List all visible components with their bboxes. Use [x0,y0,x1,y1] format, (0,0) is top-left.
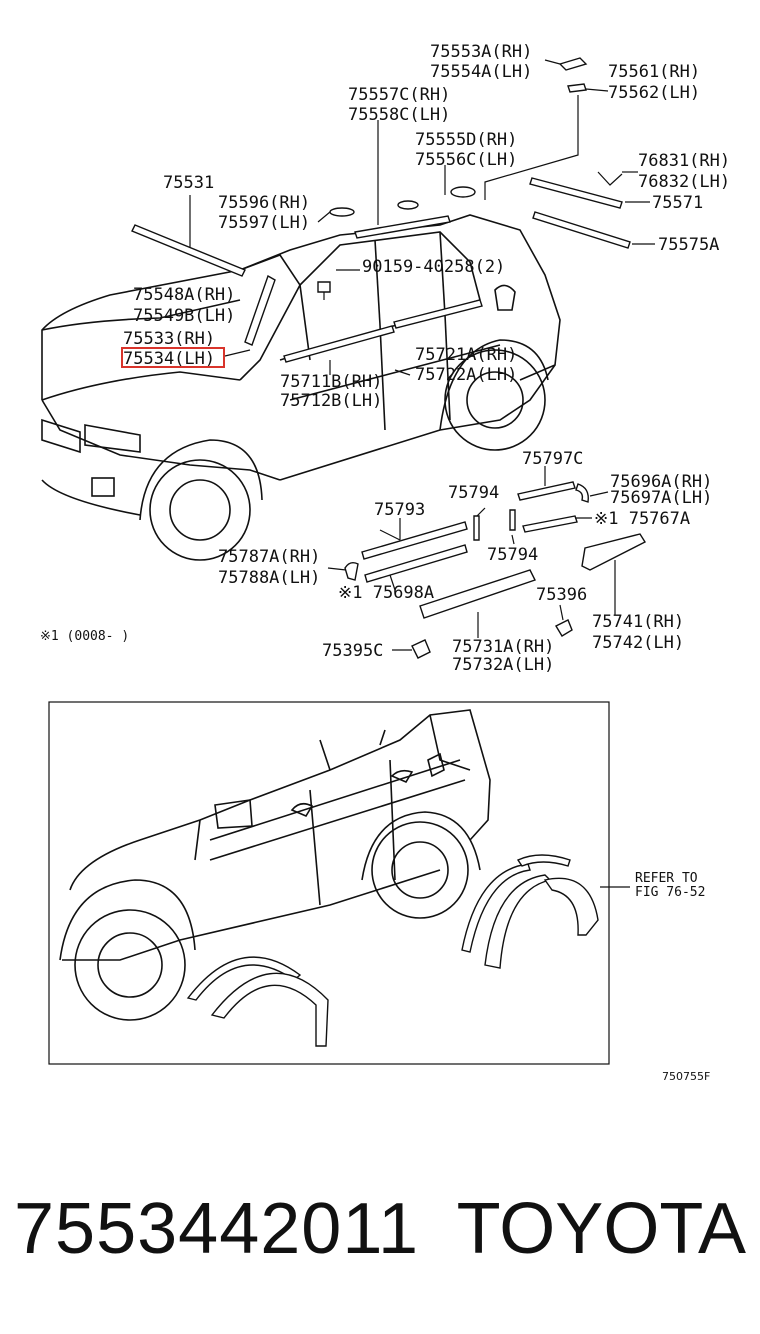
label-75794-b: 75794 [487,545,538,565]
label-90159: 90159-40258(2) [362,257,505,277]
figure-code: 750755F [662,1070,710,1083]
label-75741: 75741(RH) [592,612,684,632]
label-75767a: ※1 75767A [594,509,690,529]
label-75531: 75531 [163,173,214,193]
top-leader-lines [189,59,655,376]
label-75731a: 75731A(RH) [452,637,554,657]
label-75793: 75793 [374,500,425,520]
label-75534: 75534(LH) [123,349,215,369]
label-75571: 75571 [652,193,703,213]
label-75787a: 75787A(RH) [218,547,320,567]
label-75549b: 75549B(LH) [133,306,235,326]
top-labels: 75553A(RH) 75554A(LH) 75561(RH) 75562(LH… [121,42,730,411]
label-75557c: 75557C(RH) [348,85,450,105]
label-75696a: 75696A(RH) [610,472,712,492]
label-75732a: 75732A(LH) [452,655,554,675]
label-75742: 75742(LH) [592,633,684,653]
label-75558c: 75558C(LH) [348,105,450,125]
label-75711b: 75711B(RH) [280,372,382,392]
label-75721a: 75721A(RH) [415,345,517,365]
label-75794-a: 75794 [448,483,499,503]
label-75597: 75597(LH) [218,213,310,233]
label-75698a: ※1 75698A [338,583,434,603]
label-75562: 75562(LH) [608,83,700,103]
footnote: ※1 (0008- ) [40,629,129,644]
label-75533: 75533(RH) [123,329,215,349]
label-75396: 75396 [536,585,587,605]
exploded-labels: 75797C 75696A(RH) 75697A(LH) 75793 75794… [40,449,712,675]
label-75548a: 75548A(RH) [133,285,235,305]
label-75712b: 75712B(LH) [280,391,382,411]
label-75553a: 75553A(RH) [430,42,532,62]
exploded-parts [327,466,646,659]
brand-name: TOYOTA [456,1189,746,1269]
label-75556c: 75556C(LH) [415,150,517,170]
label-75788a: 75788A(LH) [218,568,320,588]
label-75797c: 75797C [522,449,583,469]
highlight-box [121,347,225,368]
lower-labels: REFER TO FIG 76-52 750755F [635,871,710,1083]
vehicle-top-illustration [41,214,561,561]
label-75575a: 75575A [658,235,719,255]
part-number: 7553442011 [14,1189,420,1269]
label-75555d: 75555D(RH) [415,130,517,150]
lower-inset [48,701,630,1065]
label-76832: 76832(LH) [638,172,730,192]
label-75697a: 75697A(LH) [610,488,712,508]
label-76831: 76831(RH) [638,151,730,171]
label-75596: 75596(RH) [218,193,310,213]
refer-note-line2: FIG 76-52 [635,885,705,900]
label-75561: 75561(RH) [608,62,700,82]
refer-note-line1: REFER TO [635,871,698,886]
top-parts [131,57,631,363]
label-75554a: 75554A(LH) [430,62,532,82]
label-75722a: 75722A(LH) [415,365,517,385]
label-75395c: 75395C [322,641,383,661]
